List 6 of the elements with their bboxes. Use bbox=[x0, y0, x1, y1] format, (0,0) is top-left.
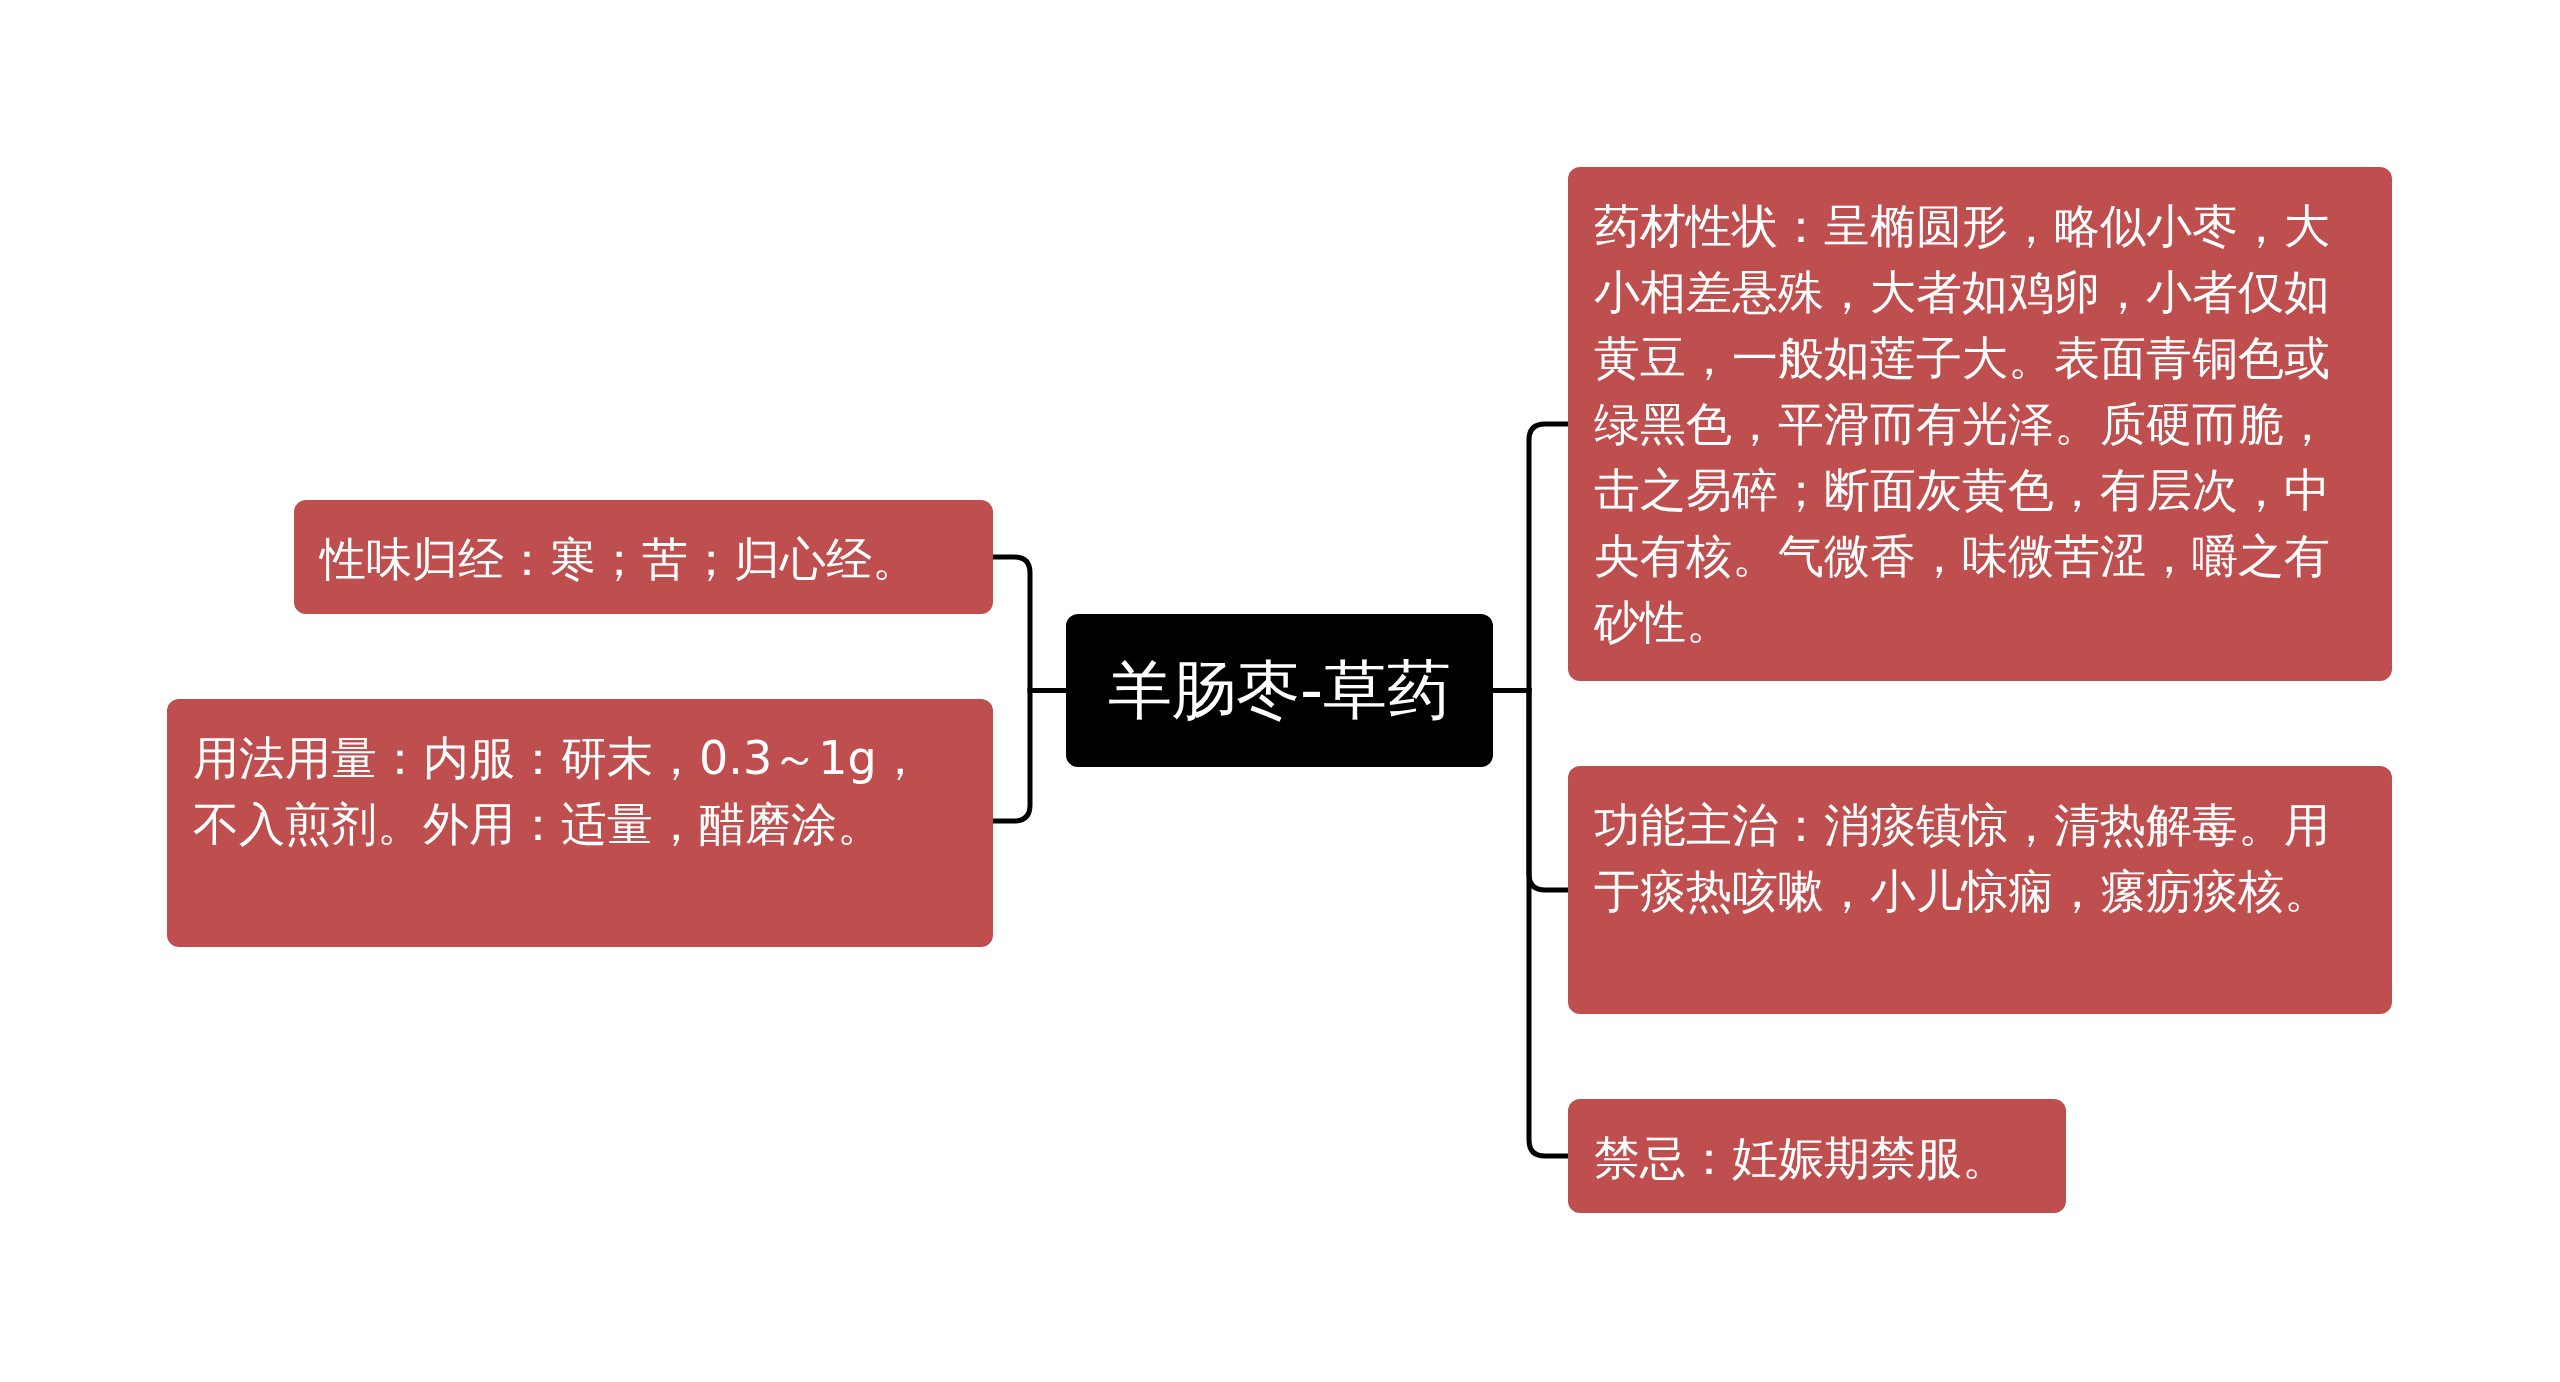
topic-box: 羊肠枣-草药 bbox=[1066, 614, 1493, 767]
note-box: 用法用量：内服：研末，0.3～1g，不入煎剂。外用：适量，醋磨涂。 bbox=[167, 699, 993, 947]
note-box: 药材性状：呈椭圆形，略似小枣，大小相差悬殊，大者如鸡卵，小者仅如黄豆，一般如莲子大。表面青铜色或绿黑色，平滑而有光泽。质硬而脆，击之易碎；断面灰黄色，有层次，中央有核。气微香，味微苦涩，嚼之有砂性。 bbox=[1568, 167, 2392, 681]
note-box: 功能主治：消痰镇惊，清热解毒。用于痰热咳嗽，小儿惊痫，瘰疬痰核。 bbox=[1568, 766, 2392, 1014]
note-box: 禁忌：妊娠期禁服。 bbox=[1568, 1099, 2066, 1213]
note-box: 性味归经：寒；苦；归心经。 bbox=[294, 500, 993, 614]
